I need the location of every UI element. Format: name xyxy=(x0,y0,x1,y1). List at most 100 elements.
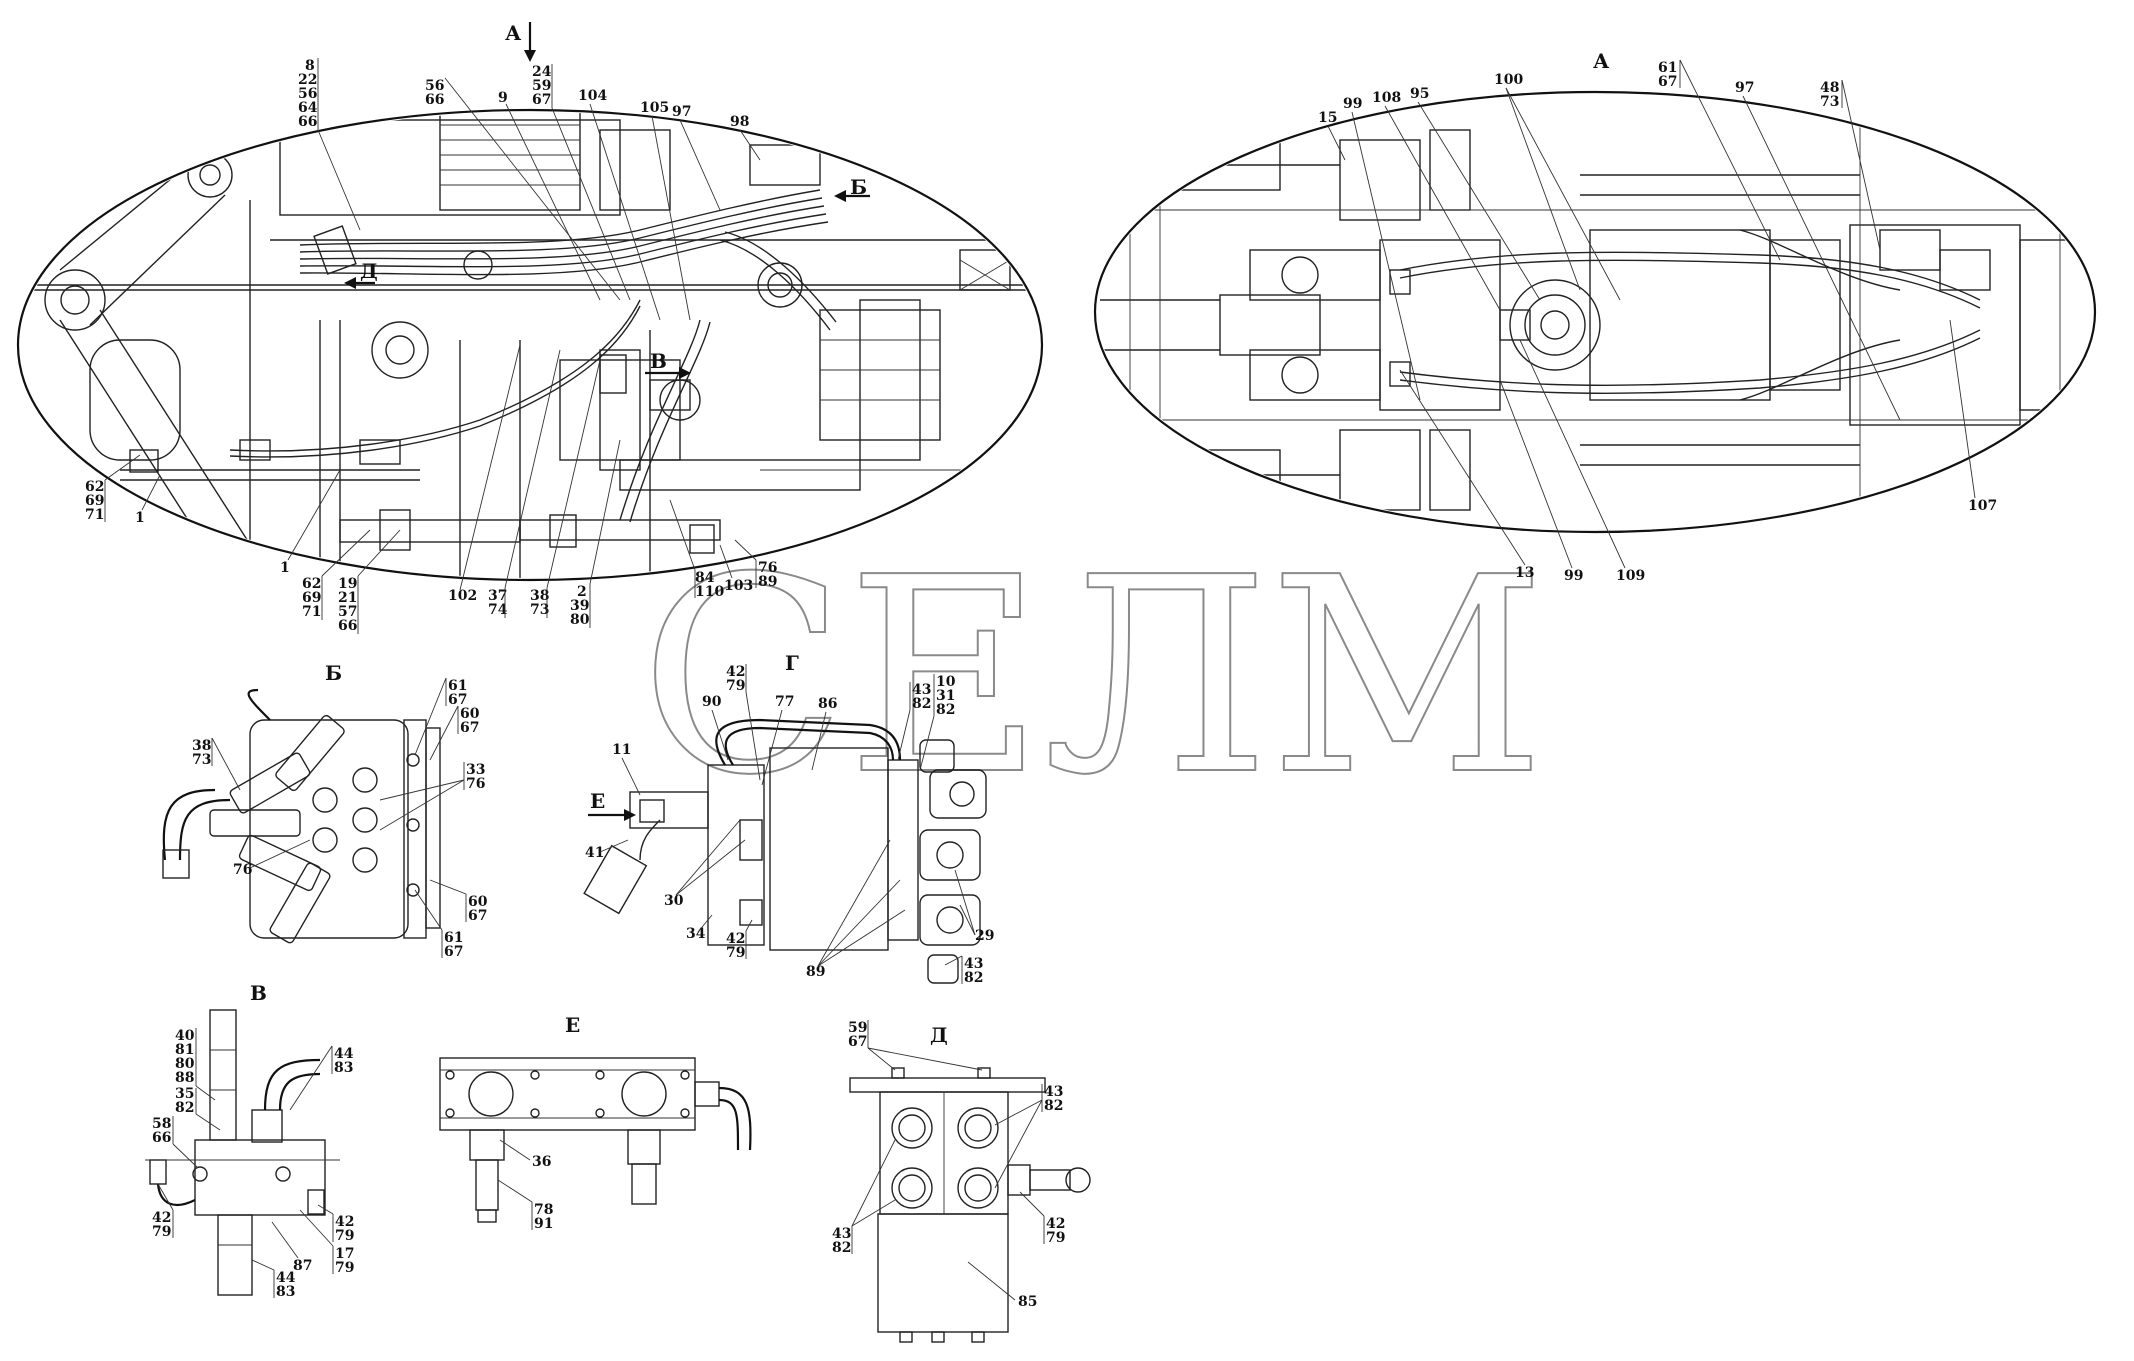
callout-c19-0: 19 xyxy=(338,576,357,592)
g-callout-l29: 29 xyxy=(975,928,994,944)
view-e-callouts: 36 78 91 xyxy=(497,1139,553,1232)
b-callout-c33-0: 33 xyxy=(466,762,485,778)
a-callout-c61-1: 67 xyxy=(1658,74,1677,90)
view-g-title: Г xyxy=(785,651,799,675)
callout-c24-0: 24 xyxy=(532,64,552,80)
callout-c76-1: 89 xyxy=(758,574,777,590)
callout-l1a: 1 xyxy=(135,510,145,526)
callout-c84-0: 84 xyxy=(695,570,715,586)
arrow-v-label: В xyxy=(650,349,667,373)
callout-c8-3: 64 xyxy=(298,100,318,116)
view-v: В 40 81 80 88 35 82 44 83 xyxy=(145,981,354,1300)
callout-c2-2: 80 xyxy=(570,612,590,628)
callout-c2-0: 2 xyxy=(577,584,587,600)
g-callout-l34: 34 xyxy=(686,926,706,942)
g-callout-c42b-0: 42 xyxy=(726,931,745,947)
view-a-machinery xyxy=(1100,100,2093,520)
view-g: Г 42 79 90 77 86 43 82 xyxy=(583,651,994,986)
d-callout-c42-1: 79 xyxy=(1046,1230,1065,1246)
callout-l103: 103 xyxy=(724,578,753,594)
g-callout-l11: 11 xyxy=(612,742,631,758)
callout-c8-4: 66 xyxy=(298,114,317,130)
d-callout-c59-1: 67 xyxy=(848,1034,867,1050)
view-e-title: Е xyxy=(565,1013,580,1037)
a-callout-l99a: 99 xyxy=(1343,96,1362,112)
view-e: Е 36 78 91 xyxy=(439,1013,752,1232)
v-callout-c58-0: 58 xyxy=(152,1116,171,1132)
v-callout-c40-3: 88 xyxy=(175,1070,194,1086)
d-callout-c42-0: 42 xyxy=(1046,1216,1065,1232)
v-callout-c35-0: 35 xyxy=(175,1086,194,1102)
callout-c8-0: 8 xyxy=(305,58,315,74)
arrow-a-label: А xyxy=(505,21,522,45)
view-b-title: Б xyxy=(325,661,342,685)
g-callout-c10-1: 31 xyxy=(936,688,955,704)
callout-c8-2: 56 xyxy=(298,86,317,102)
callout-l1b: 1 xyxy=(280,560,290,576)
b-callout-c33-1: 76 xyxy=(466,776,485,792)
d-callout-c43b-0: 43 xyxy=(832,1226,851,1242)
d-callout-c43a-0: 43 xyxy=(1044,1084,1063,1100)
callout-c56-1: 66 xyxy=(425,92,444,108)
callout-c24-2: 67 xyxy=(532,92,551,108)
a-callout-c48-1: 73 xyxy=(1820,94,1839,110)
callout-c19-3: 66 xyxy=(338,618,357,634)
g-callout-l30: 30 xyxy=(664,893,684,909)
v-callout-c42a-0: 42 xyxy=(152,1210,171,1226)
g-callout-l86: 86 xyxy=(818,696,837,712)
a-callout-l108: 108 xyxy=(1372,90,1401,106)
callout-c37-0: 37 xyxy=(488,588,507,604)
g-callout-c10-0: 10 xyxy=(936,674,956,690)
view-d: Д 59 67 43 82 43 xyxy=(832,1020,1091,1343)
d-callout-c43a-1: 82 xyxy=(1044,1098,1063,1114)
v-callout-c44a-0: 44 xyxy=(334,1046,354,1062)
b-callout-c38-1: 73 xyxy=(192,752,211,768)
watermark: СЕЛМ xyxy=(640,519,1545,834)
callout-c62a-0: 62 xyxy=(85,479,104,495)
g-callout-l41: 41 xyxy=(585,845,604,861)
g-arrow-e-label: Е xyxy=(590,789,605,813)
b-callout-c38-0: 38 xyxy=(192,738,211,754)
v-callout-c35-1: 82 xyxy=(175,1100,194,1116)
callout-c2-1: 39 xyxy=(570,598,589,614)
g-callout-l90: 90 xyxy=(702,694,722,710)
callout-l97: 97 xyxy=(672,104,691,120)
v-callout-c42b-1: 79 xyxy=(335,1228,354,1244)
a-callout-l99b: 99 xyxy=(1564,568,1583,584)
v-callout-c44b-1: 83 xyxy=(276,1284,295,1300)
b-callout-c61a-1: 67 xyxy=(448,692,467,708)
b-callout-c60a-0: 60 xyxy=(460,706,480,722)
callout-c24-1: 59 xyxy=(532,78,551,94)
d-callout-c59-0: 59 xyxy=(848,1020,867,1036)
g-callout-c43b-1: 82 xyxy=(964,970,983,986)
b-callout-l76: 76 xyxy=(233,862,252,878)
view-b: Б 38 73 61 67 60 67 xyxy=(162,661,488,960)
callout-l9: 9 xyxy=(498,90,508,106)
v-callout-c17-0: 17 xyxy=(335,1246,354,1262)
v-callout-c44a-1: 83 xyxy=(334,1060,353,1076)
b-callout-c60a-1: 67 xyxy=(460,720,479,736)
callout-c19-2: 57 xyxy=(338,604,357,620)
b-callout-c61b-0: 61 xyxy=(444,930,463,946)
b-callout-c60b-1: 67 xyxy=(468,908,487,924)
view-v-title: В xyxy=(250,981,267,1005)
g-callout-c43b-0: 43 xyxy=(964,956,983,972)
g-callout-l77: 77 xyxy=(775,694,794,710)
e-callout-l36: 36 xyxy=(532,1154,551,1170)
view-v-callouts: 40 81 80 88 35 82 44 83 58 66 42 79 42 7… xyxy=(152,1028,354,1300)
a-callout-l107: 107 xyxy=(1968,498,1997,514)
view-d-title: Д xyxy=(930,1023,948,1047)
d-callout-l85: 85 xyxy=(1018,1294,1037,1310)
b-callout-c60b-0: 60 xyxy=(468,894,488,910)
a-callout-l95: 95 xyxy=(1410,86,1429,102)
a-callout-l109: 109 xyxy=(1616,568,1645,584)
callout-c62b-2: 71 xyxy=(302,604,321,620)
g-callout-l89: 89 xyxy=(806,964,825,980)
arrow-b-label: Б xyxy=(850,175,867,199)
callout-c56-0: 56 xyxy=(425,78,444,94)
b-callout-c61b-1: 67 xyxy=(444,944,463,960)
callout-l102: 102 xyxy=(448,588,477,604)
main-callouts: 8 22 56 64 66 56 66 9 24 59 67 104 105 9… xyxy=(85,58,777,634)
callout-l105: 105 xyxy=(640,100,669,116)
main-view: А Б В Д 8 22 56 64 66 56 66 9 24 59 67 xyxy=(16,21,1044,634)
